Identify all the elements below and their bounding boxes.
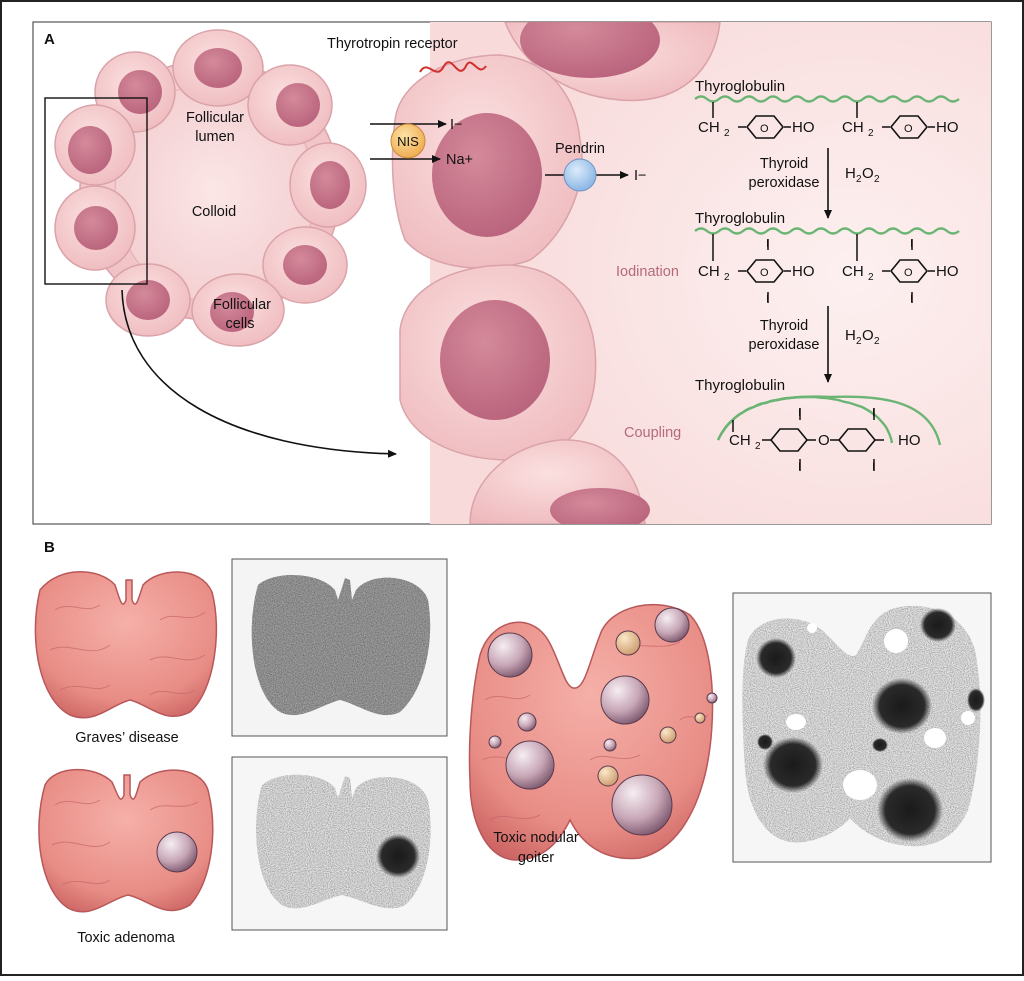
ring-o: O xyxy=(760,123,769,135)
pendrin-label: Pendrin xyxy=(555,141,605,157)
svg-text:CH: CH xyxy=(842,263,864,280)
svg-text:2: 2 xyxy=(874,174,880,185)
svg-text:2: 2 xyxy=(755,441,761,452)
h2o2-label-2: H 2 O 2 xyxy=(845,327,880,347)
svg-text:I: I xyxy=(766,293,769,305)
svg-text:O: O xyxy=(760,267,769,279)
molecule-lines xyxy=(712,102,935,471)
ho-text: HO xyxy=(936,119,959,136)
adenoma-scan xyxy=(231,756,448,931)
svg-text:2: 2 xyxy=(724,272,730,283)
molecule-row-3: CH 2 O HO xyxy=(729,432,921,452)
molecule-row-2: CH 2 O HO CH 2 O HO xyxy=(698,263,959,283)
panel-b-letter: B xyxy=(44,539,55,556)
ho-text: HO xyxy=(792,119,815,136)
svg-text:HO: HO xyxy=(792,263,815,280)
adenoma-caption: Toxic adenoma xyxy=(77,930,175,946)
ch2-text: CH xyxy=(698,119,720,136)
pendrin-channel xyxy=(545,158,629,192)
enzyme-label-1b: peroxidase xyxy=(749,175,820,191)
svg-text:I: I xyxy=(766,238,769,250)
adenoma-gland-illustration xyxy=(38,768,214,913)
enzyme-label-2a: Thyroid xyxy=(760,318,808,334)
svg-text:O: O xyxy=(904,267,913,279)
goiter-caption-1: Toxic nodular xyxy=(493,830,579,846)
svg-text:HO: HO xyxy=(898,432,921,449)
svg-text:O: O xyxy=(862,165,874,182)
iodination-label: Iodination xyxy=(616,264,679,280)
panel-b: B Graves’ disease xyxy=(34,539,992,946)
iodine-atoms: I I I I I I I I xyxy=(766,238,913,473)
svg-text:2: 2 xyxy=(868,272,874,283)
goiter-nodules xyxy=(487,607,718,836)
h2o2-label-1: H 2 O 2 xyxy=(845,165,880,185)
receptor-squiggle xyxy=(419,61,487,73)
sodium-label: Na+ xyxy=(446,152,473,168)
svg-text:I: I xyxy=(910,238,913,250)
enzyme-label-2b: peroxidase xyxy=(749,337,820,353)
goiter-scan-spots xyxy=(756,608,985,842)
ch2-text: CH xyxy=(842,119,864,136)
graves-caption: Graves’ disease xyxy=(75,730,178,746)
panel-a: A Follicular lumen Colloid Follicular ce… xyxy=(32,21,992,525)
goiter-caption-2: goiter xyxy=(518,850,554,866)
thyroglobulin-label-1: Thyroglobulin xyxy=(695,78,785,95)
adenoma-nodule xyxy=(156,831,198,873)
nis-transporter xyxy=(370,120,447,163)
svg-text:O: O xyxy=(818,432,830,449)
svg-text:I: I xyxy=(872,407,875,419)
svg-text:I: I xyxy=(798,461,801,473)
svg-text:2: 2 xyxy=(874,336,880,347)
svg-text:I: I xyxy=(910,293,913,305)
svg-text:2: 2 xyxy=(856,336,862,347)
iodide-out-label: I− xyxy=(634,168,647,184)
colloid-label: Colloid xyxy=(192,204,236,220)
follicular-lumen-label-2: lumen xyxy=(195,129,235,145)
iodide-in-label: I− xyxy=(450,117,463,133)
zoom-box xyxy=(44,97,148,285)
thyroglobulin-label-3: Thyroglobulin xyxy=(695,377,785,394)
follicular-lumen-label-1: Follicular xyxy=(186,110,244,126)
ch2-subscript: 2 xyxy=(868,128,874,139)
goiter-illustration xyxy=(468,603,718,861)
svg-text:I: I xyxy=(798,407,801,419)
follicular-cells-label-2: cells xyxy=(225,316,254,332)
thyrotropin-receptor-label: Thyrotropin receptor xyxy=(327,36,458,52)
svg-text:H: H xyxy=(845,327,856,344)
svg-text:HO: HO xyxy=(936,263,959,280)
goiter-scan xyxy=(732,592,992,863)
ch2-subscript: 2 xyxy=(724,128,730,139)
follicular-cells-label-1: Follicular xyxy=(213,297,271,313)
molecule-row-1: CH 2 O HO CH 2 O HO xyxy=(698,119,959,139)
graves-gland-illustration xyxy=(34,571,218,719)
thyroid-follicle xyxy=(54,29,367,347)
ring-o: O xyxy=(904,123,913,135)
svg-text:2: 2 xyxy=(856,174,862,185)
nis-label: NIS xyxy=(397,134,419,149)
enzyme-label-1a: Thyroid xyxy=(760,156,808,172)
thyroglobulin-chains xyxy=(694,95,960,446)
svg-text:CH: CH xyxy=(729,432,751,449)
panel-a-letter: A xyxy=(44,31,55,48)
coupling-label: Coupling xyxy=(624,425,681,441)
svg-text:O: O xyxy=(862,327,874,344)
graves-scan xyxy=(231,558,448,737)
thyroglobulin-label-2: Thyroglobulin xyxy=(695,210,785,227)
svg-text:I: I xyxy=(872,461,875,473)
large-follicular-cells xyxy=(391,22,721,524)
svg-text:CH: CH xyxy=(698,263,720,280)
svg-text:H: H xyxy=(845,165,856,182)
zoom-arrow xyxy=(121,289,397,458)
